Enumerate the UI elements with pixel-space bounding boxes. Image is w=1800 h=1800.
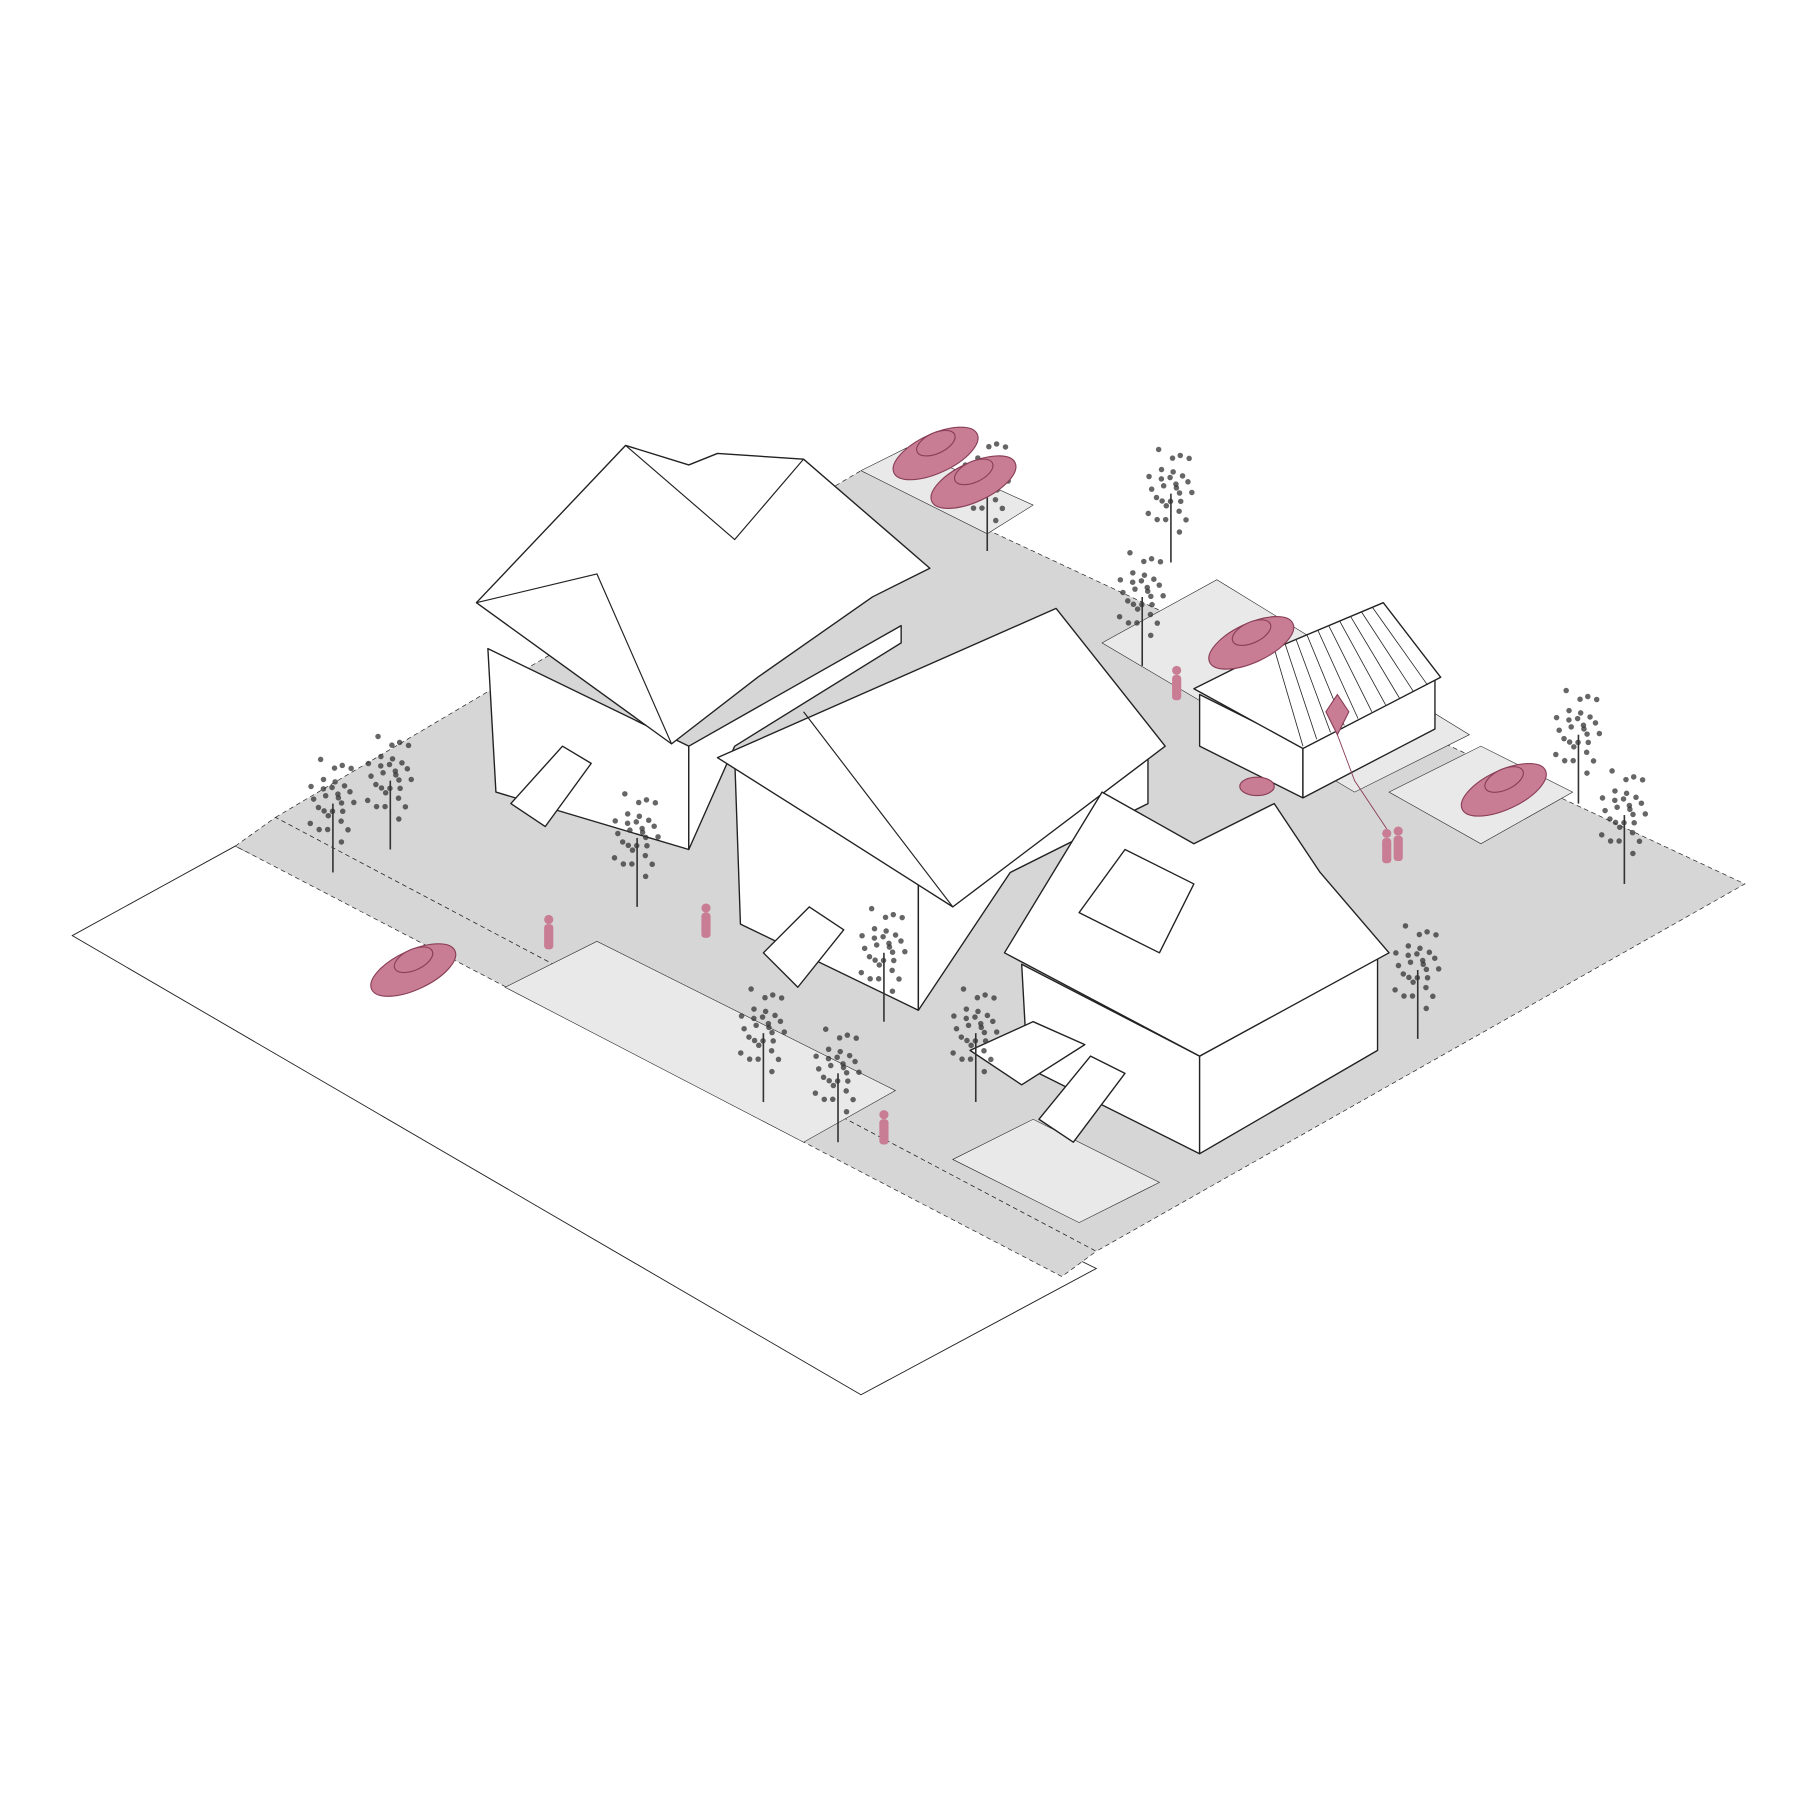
car-icon: [1460, 762, 1547, 817]
roof-seam: [1284, 643, 1318, 740]
tree-icon: [1553, 687, 1603, 804]
roof-seam: [1328, 625, 1373, 712]
house-3-stair: [1038, 1055, 1126, 1143]
tree-icon: [950, 986, 1000, 1103]
person-icon: [544, 914, 554, 950]
car-icon: [930, 455, 1017, 509]
house-3-roof: [1003, 791, 1390, 1057]
houses: [475, 444, 1442, 1155]
house-1-wall-right: [688, 624, 902, 851]
house-1-hip: [476, 573, 673, 745]
house-3-deck: [969, 1020, 1086, 1086]
tree-icon: [812, 1026, 862, 1143]
roof-seam: [1317, 630, 1359, 719]
house-2-roof: [716, 607, 1166, 908]
tree-icon: [738, 986, 788, 1103]
house-3-dormer: [1078, 848, 1195, 954]
roof-seam: [1339, 620, 1386, 706]
roof-seam: [1372, 607, 1428, 685]
house-1-ridge: [625, 444, 805, 541]
roof-seam: [1273, 648, 1304, 747]
house-1-stair: [510, 745, 592, 828]
person-icon: [701, 903, 711, 938]
roof-seam: [1361, 611, 1414, 692]
tree-icon: [1598, 768, 1649, 884]
tree-icon: [1392, 923, 1442, 1039]
tree-icon: [858, 905, 908, 1022]
person-icon: [1382, 828, 1392, 864]
roof-seam: [1350, 616, 1400, 699]
person-icon: [1393, 826, 1403, 861]
house-2-stair: [762, 906, 845, 988]
house-1-roof: [475, 444, 931, 745]
tree-icon: [364, 733, 414, 850]
front-walk: [504, 941, 897, 1143]
house-2-ridge: [803, 711, 954, 908]
kite-string: [1336, 734, 1388, 830]
tree-icon: [1116, 550, 1166, 666]
tree-icon: [307, 756, 357, 873]
person-icon: [879, 1110, 889, 1145]
street: [71, 845, 1098, 1396]
car-icon: [370, 943, 457, 997]
car-icon: [1208, 616, 1295, 670]
driveway: [952, 1118, 1161, 1223]
cars: [370, 426, 1547, 997]
roof-seam: [1295, 639, 1331, 733]
tree-icon: [611, 791, 661, 907]
people: [544, 665, 1403, 1145]
person-icon: [1172, 665, 1182, 701]
patio-table-icon: [1239, 776, 1275, 797]
car-icon: [892, 426, 979, 481]
tree-icon: [1145, 446, 1195, 563]
